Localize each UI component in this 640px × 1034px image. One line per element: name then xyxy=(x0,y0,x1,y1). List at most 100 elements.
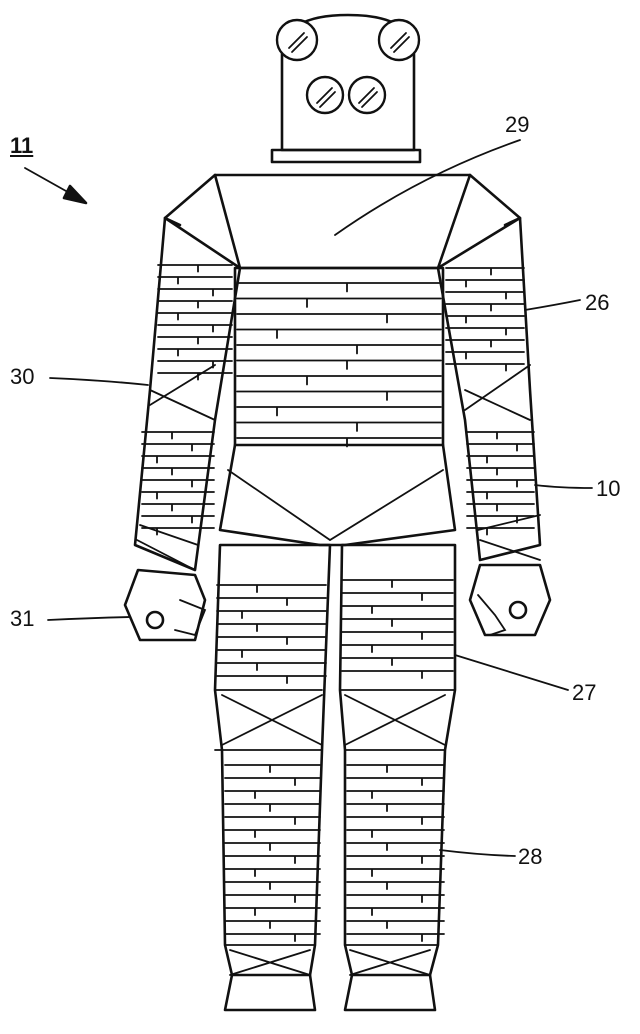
leg-band xyxy=(224,881,321,891)
arm-band xyxy=(141,503,215,512)
leg-band xyxy=(346,907,445,917)
leader-10 xyxy=(534,484,593,489)
label-26: 26 xyxy=(585,290,610,315)
arm-band xyxy=(141,443,215,452)
leg-band xyxy=(224,933,321,943)
arm-band xyxy=(466,455,535,464)
leg-band xyxy=(224,829,321,839)
label-11: 11 xyxy=(10,133,34,158)
arm-left xyxy=(123,216,242,642)
torso-band xyxy=(236,421,442,432)
leg-band xyxy=(341,605,454,615)
arm-band xyxy=(141,455,215,464)
leg-band xyxy=(341,618,454,628)
leg-band xyxy=(224,764,321,774)
leg-band xyxy=(224,920,321,930)
leg-left xyxy=(213,543,332,1012)
arm-band xyxy=(445,339,525,348)
leader-30 xyxy=(49,377,149,386)
arm-band xyxy=(157,276,233,285)
arrow-11-head xyxy=(62,184,88,205)
leg-band xyxy=(216,662,327,672)
arm-band xyxy=(466,527,535,536)
label-29: 29 xyxy=(505,112,530,137)
torso-band xyxy=(236,375,442,386)
arm-band xyxy=(157,288,233,297)
leg-band xyxy=(346,855,445,865)
leg-band xyxy=(216,584,327,594)
leader-28 xyxy=(439,849,516,857)
leader-29 xyxy=(334,139,521,236)
torso-band xyxy=(236,344,442,355)
arm-band xyxy=(445,363,525,372)
label-30: 30 xyxy=(10,364,35,389)
arm-band xyxy=(466,503,535,512)
arm-band xyxy=(141,491,215,500)
leg-band xyxy=(224,894,321,904)
label-27: 27 xyxy=(572,680,597,705)
leg-band xyxy=(216,675,327,685)
leg-band xyxy=(341,631,454,641)
arm-band xyxy=(445,267,525,276)
torso-band xyxy=(236,359,442,370)
torso-band xyxy=(236,328,442,339)
helmet xyxy=(270,13,422,164)
arm-band xyxy=(141,515,215,524)
arm-band xyxy=(157,360,233,369)
arm-band xyxy=(141,431,215,440)
leg-band xyxy=(224,868,321,878)
arm-band xyxy=(157,336,233,345)
leg-band xyxy=(346,933,445,943)
leg-band xyxy=(341,670,454,680)
leg-band xyxy=(346,920,445,930)
arm-band xyxy=(445,327,525,336)
leader-27 xyxy=(454,654,569,691)
arm-band xyxy=(445,279,525,288)
leg-band xyxy=(346,764,445,774)
arm-band xyxy=(445,291,525,300)
leg-band xyxy=(346,881,445,891)
arm-band xyxy=(466,443,535,452)
leg-band xyxy=(341,644,454,654)
leg-band xyxy=(341,592,454,602)
arm-band xyxy=(466,479,535,488)
leg-band xyxy=(346,803,445,813)
leader-31 xyxy=(47,616,131,621)
leg-band xyxy=(346,816,445,826)
arm-band xyxy=(157,324,233,333)
arm-band xyxy=(466,467,535,476)
arm-band xyxy=(141,479,215,488)
label-10: 10 xyxy=(596,476,621,501)
arm-right xyxy=(436,216,552,637)
leader-26 xyxy=(524,299,581,311)
leg-band xyxy=(216,610,327,620)
leg-band xyxy=(216,623,327,633)
arm-band xyxy=(445,351,525,360)
arm-band xyxy=(157,300,233,309)
leg-band xyxy=(224,803,321,813)
leg-band xyxy=(346,829,445,839)
arm-band xyxy=(445,315,525,324)
arm-band xyxy=(141,467,215,476)
torso-band xyxy=(236,390,442,401)
leg-band xyxy=(346,894,445,904)
leg-band xyxy=(216,597,327,607)
torso-band xyxy=(236,406,442,417)
leg-right xyxy=(338,543,457,1012)
arm-band xyxy=(466,431,535,440)
arm-band xyxy=(157,312,233,321)
leg-band xyxy=(341,657,454,667)
leg-band xyxy=(346,790,445,800)
leg-band xyxy=(216,636,327,646)
leg-band xyxy=(346,777,445,787)
arm-band xyxy=(157,264,233,273)
leg-band xyxy=(224,907,321,917)
leg-band xyxy=(224,855,321,865)
label-28: 28 xyxy=(518,844,543,869)
leg-band xyxy=(224,816,321,826)
leg-band xyxy=(224,777,321,787)
leg-band xyxy=(216,649,327,659)
torso-band xyxy=(236,437,442,448)
torso-band xyxy=(236,313,442,324)
